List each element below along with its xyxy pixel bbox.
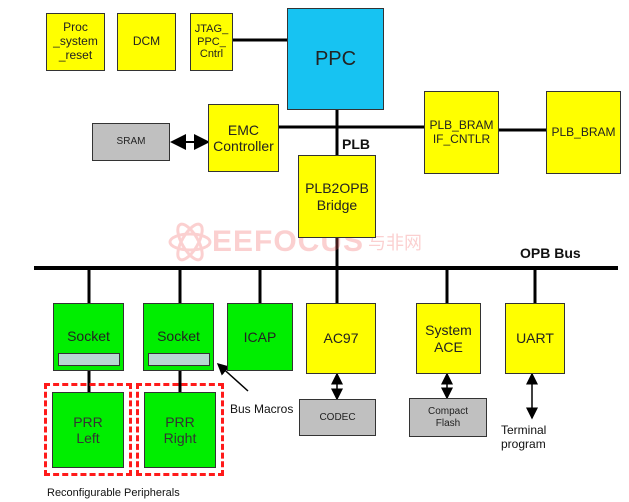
uart-block: UART bbox=[505, 303, 565, 374]
ac97-block: AC97 bbox=[306, 303, 376, 374]
terminal-program-label: Terminal program bbox=[501, 423, 547, 452]
socket-left-label: Socket bbox=[67, 328, 110, 344]
socket-right-label: Socket bbox=[157, 328, 200, 344]
system-ace-block: System ACE bbox=[416, 303, 481, 374]
prr-left-block: PRR Left bbox=[52, 392, 124, 468]
prr-right-block: PRR Right bbox=[144, 392, 216, 468]
ppc-block: PPC bbox=[287, 8, 384, 110]
plb-label: PLB bbox=[342, 136, 370, 152]
jtag-ppc-cntrl-block: JTAG_ PPC_ Cntrl bbox=[190, 13, 233, 71]
proc-system-reset-block: Proc _system _reset bbox=[46, 13, 105, 71]
reconfigurable-peripherals-label: Reconfigurable Peripherals bbox=[47, 487, 180, 499]
sram-block: SRAM bbox=[92, 123, 170, 161]
dcm-block: DCM bbox=[117, 13, 176, 71]
bus-macro-left bbox=[58, 353, 120, 366]
plb-bram-block: PLB_BRAM bbox=[546, 91, 621, 174]
bus-macros-label: Bus Macros bbox=[230, 402, 294, 416]
compact-flash-block: Compact Flash bbox=[409, 398, 487, 437]
bus-macros-arrow bbox=[216, 362, 249, 392]
emc-controller-block: EMC Controller bbox=[208, 104, 279, 172]
reconfigurable-region-right bbox=[136, 383, 224, 476]
plb-bram-if-cntlr-block: PLB_BRAM IF_CNTLR bbox=[424, 91, 499, 174]
plb2opb-bridge-block: PLB2OPB Bridge bbox=[298, 155, 376, 238]
codec-block: CODEC bbox=[299, 399, 376, 436]
bus-macro-right bbox=[148, 353, 210, 366]
reconfigurable-region-left bbox=[44, 383, 132, 476]
opb-bus-label: OPB Bus bbox=[520, 245, 581, 261]
icap-block: ICAP bbox=[227, 303, 293, 371]
